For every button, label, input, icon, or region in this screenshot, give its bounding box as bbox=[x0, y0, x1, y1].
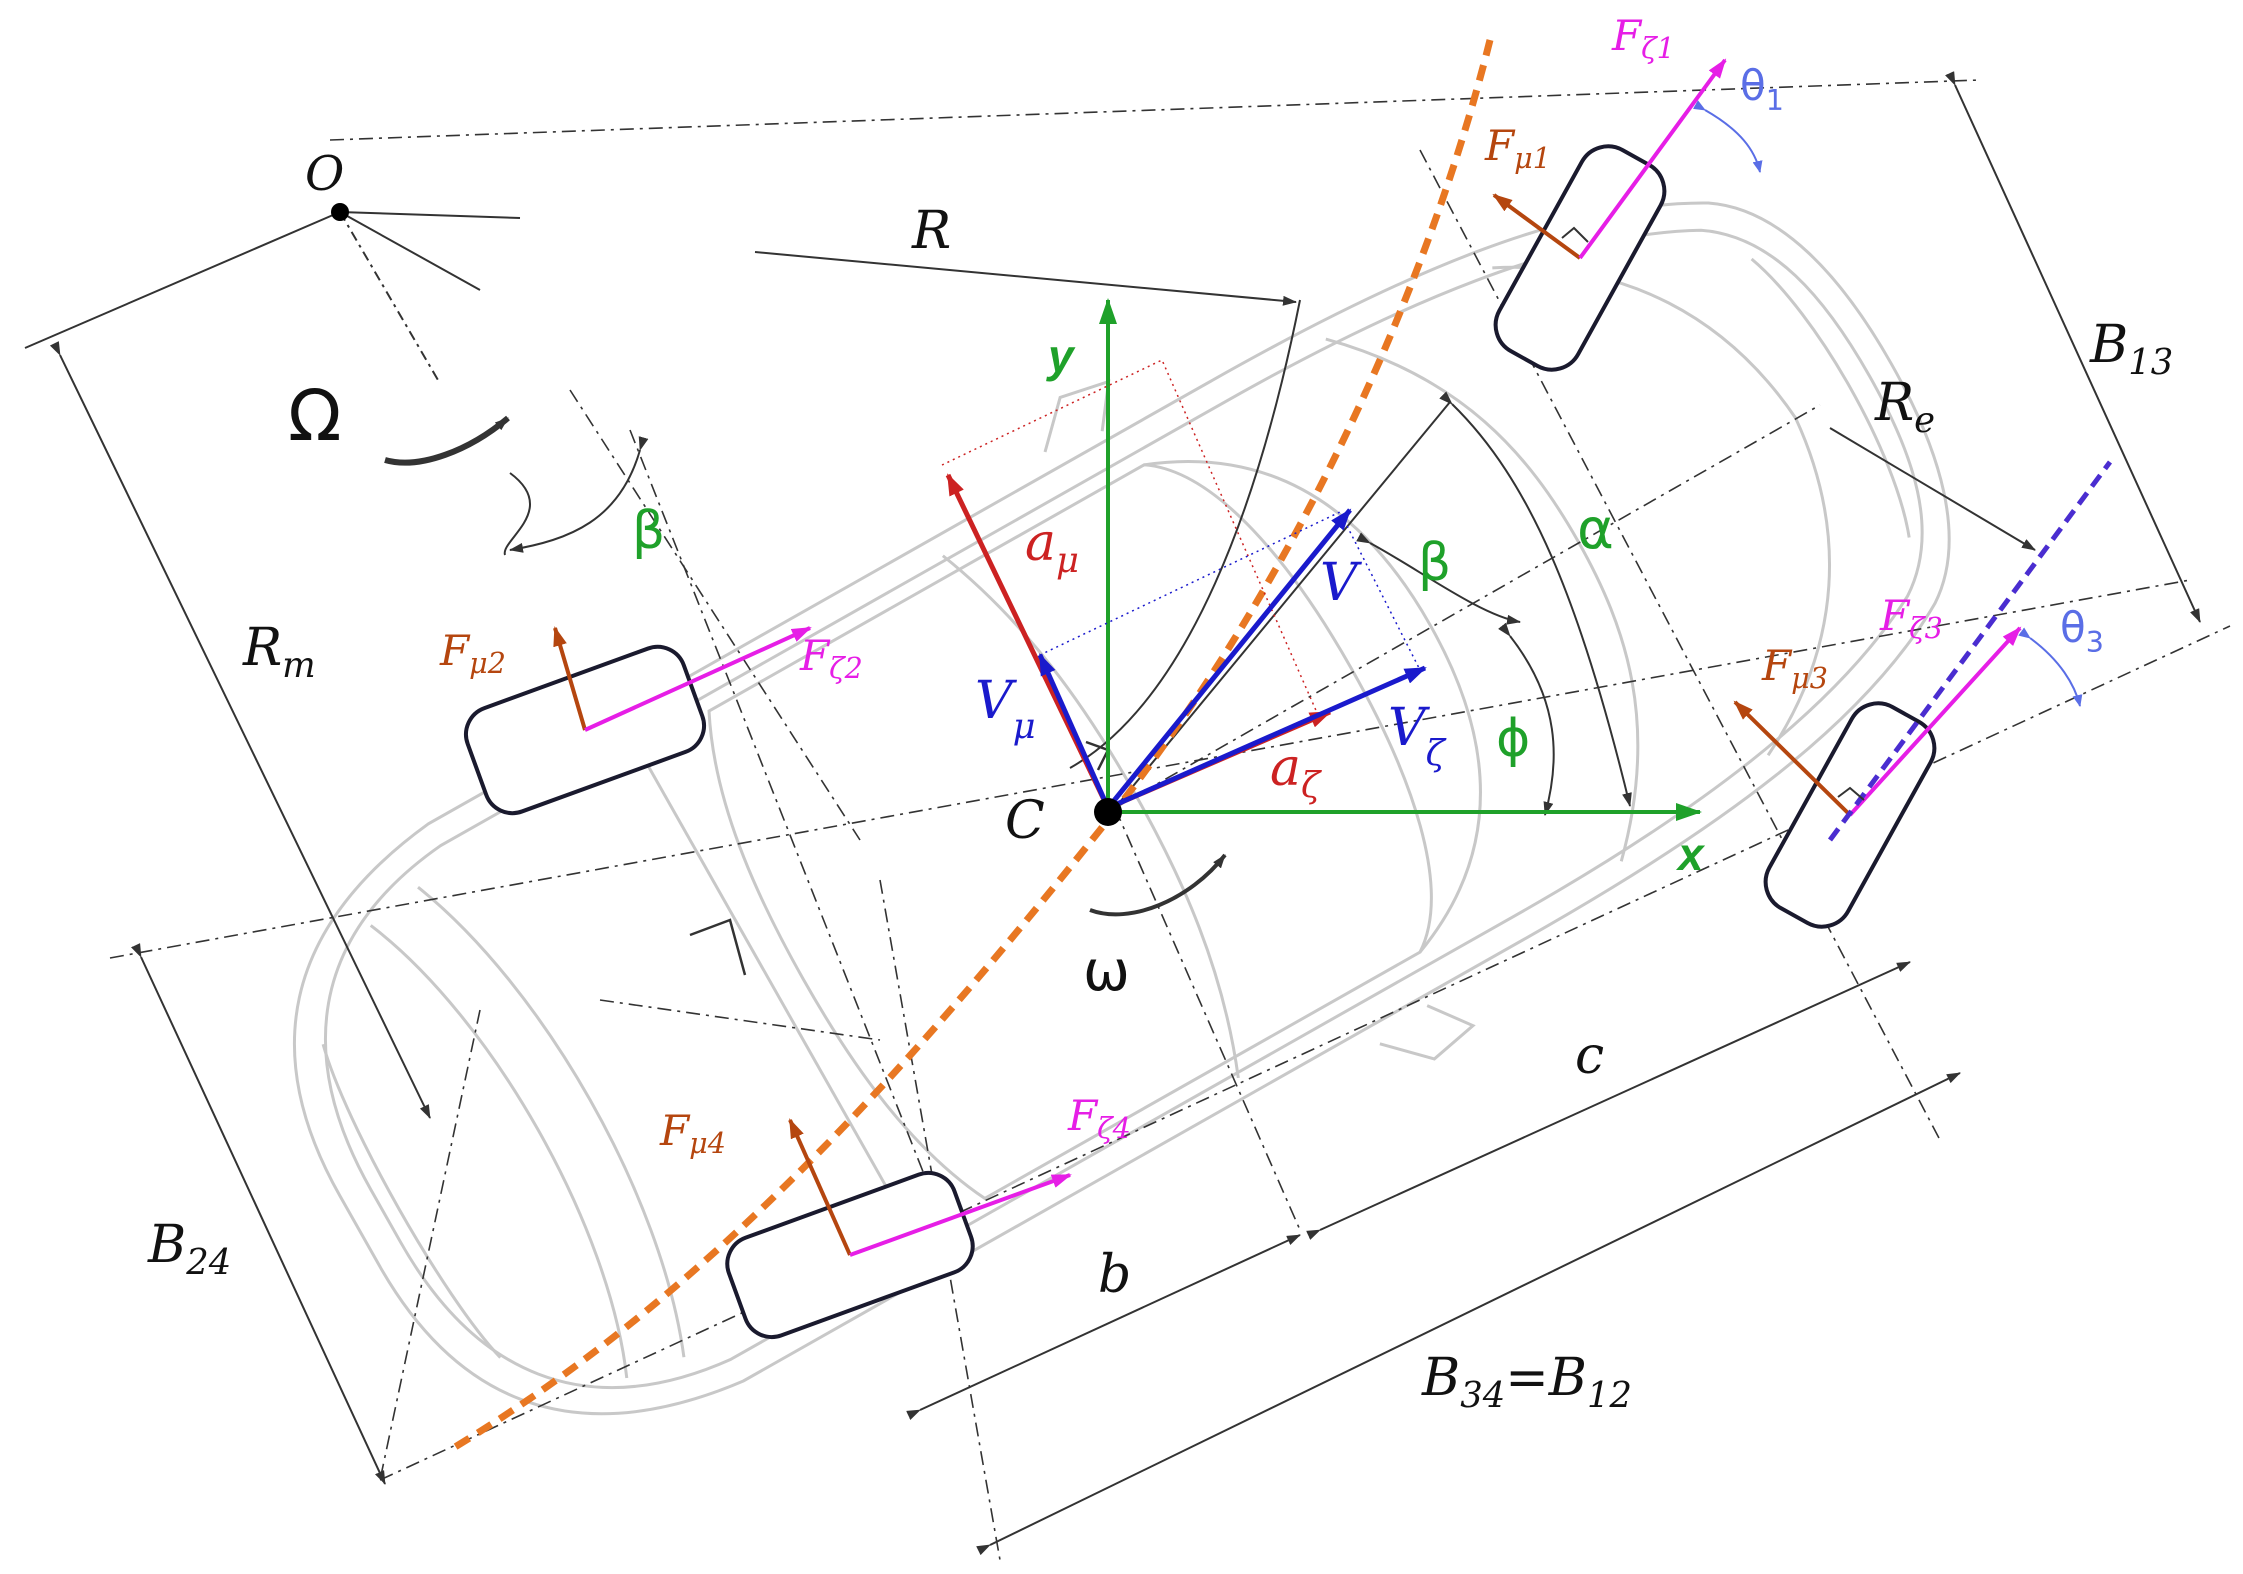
wheel-rear-left-mu-force bbox=[553, 626, 587, 731]
label-f-mu1: Fμ1 bbox=[1484, 121, 1551, 175]
wheel-front-right-zeta-force bbox=[1848, 626, 2022, 817]
theta1-arc bbox=[1692, 100, 1763, 173]
label-y-axis: y bbox=[1046, 330, 1076, 382]
theta3-arc bbox=[2018, 627, 2083, 707]
label-f-zeta2: Fζ2 bbox=[799, 631, 863, 685]
label-b13: B13 bbox=[2089, 315, 2173, 383]
dimension-lines bbox=[24, 71, 2201, 1556]
label-r: R bbox=[911, 201, 951, 261]
label-b: b bbox=[1098, 1245, 1131, 1305]
label-f-zeta1: Fζ1 bbox=[1611, 11, 1675, 65]
label-r-e: Re bbox=[1874, 373, 1935, 441]
label-c-point: C bbox=[1005, 791, 1045, 851]
wheel-front-left-right-angle bbox=[1561, 226, 1589, 243]
label-a-mu: aμ bbox=[1025, 513, 1079, 581]
label-x-axis: x bbox=[1675, 828, 1706, 880]
label-f-mu3: Fμ3 bbox=[1761, 641, 1828, 695]
label-b24: B24 bbox=[147, 1215, 231, 1283]
small-omega-rotation-arrow bbox=[1089, 853, 1227, 917]
wheel-rear-left-zeta-force bbox=[584, 626, 812, 732]
label-f-zeta4: Fζ4 bbox=[1067, 1091, 1131, 1145]
label-f-mu2: Fμ2 bbox=[439, 626, 506, 680]
label-v-mu: Vμ bbox=[975, 671, 1036, 747]
center-of-rotation-point bbox=[331, 203, 349, 221]
label-phi: ϕ bbox=[1496, 709, 1530, 769]
label-beta-left: β bbox=[632, 501, 665, 561]
v-vector bbox=[1106, 508, 1352, 810]
rear-right-angle-marker bbox=[689, 918, 747, 976]
v-mu-vector bbox=[1037, 653, 1111, 810]
label-omega-small: ω bbox=[1083, 939, 1130, 1004]
wheel-front-right-heading-line bbox=[1827, 460, 2113, 842]
label-omega-big: Ω bbox=[288, 375, 342, 457]
label-theta1: θ1 bbox=[1740, 61, 1784, 117]
label-v-zeta: Vζ bbox=[1388, 698, 1447, 774]
wheel-rear-right-zeta-force bbox=[849, 1173, 1072, 1257]
wheel-front-right-mu-force bbox=[1733, 700, 1852, 817]
v-zeta-vector bbox=[1106, 665, 1427, 811]
label-c: c bbox=[1575, 1026, 1604, 1086]
label-v: V bbox=[1320, 553, 1362, 613]
wheel-front-right-right-angle bbox=[1837, 786, 1865, 801]
label-r-m: Rm bbox=[242, 618, 316, 686]
label-alpha: α bbox=[1577, 497, 1614, 562]
label-f-zeta3: Fζ3 bbox=[1879, 591, 1943, 645]
trajectory-path bbox=[448, 39, 1494, 1454]
label-o: O bbox=[305, 146, 344, 202]
label-f-mu4: Fμ4 bbox=[659, 1106, 726, 1160]
center-of-mass-point bbox=[1094, 798, 1122, 826]
label-theta3: θ3 bbox=[2060, 603, 2104, 659]
construction-lines bbox=[109, 79, 2231, 1561]
wheel-rear-right-mu-force bbox=[788, 1118, 852, 1256]
label-a-zeta: aζ bbox=[1270, 738, 1322, 806]
label-b34-b12: B34=B12 bbox=[1421, 1348, 1632, 1416]
omega-rotation-arrow bbox=[384, 415, 510, 466]
label-beta-right: β bbox=[1418, 533, 1451, 593]
v-projection-box bbox=[1039, 511, 1421, 671]
wheel-front-left-zeta-force bbox=[1578, 58, 1727, 260]
wheel-front-left-mu-force bbox=[1492, 193, 1582, 260]
